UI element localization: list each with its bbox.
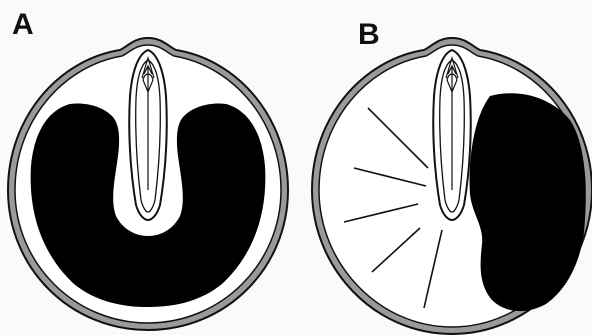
panel-b: B — [312, 18, 592, 334]
panel-b-letter: B — [358, 18, 380, 51]
panel-b-region — [470, 93, 586, 311]
panel-a: A — [8, 8, 288, 330]
panel-a-letter: A — [12, 8, 34, 41]
